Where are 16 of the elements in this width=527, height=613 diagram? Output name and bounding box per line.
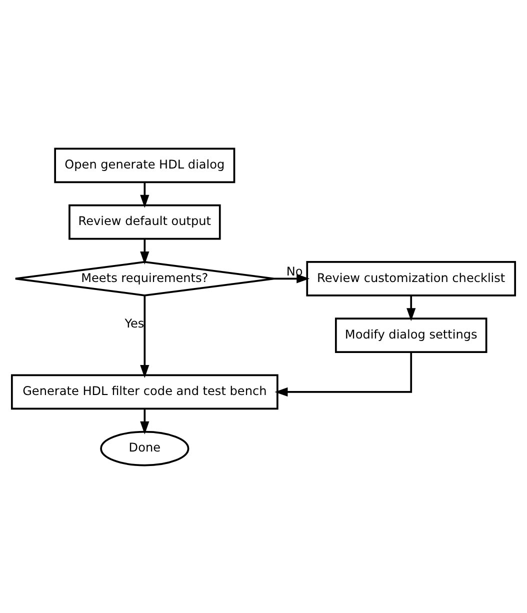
node-ellipse: Done: [100, 430, 190, 466]
node-diamond: Meets requirements?: [14, 260, 275, 296]
arrow: [406, 295, 416, 321]
node-box: Review default output: [68, 204, 221, 240]
node-box: Modify dialog settings: [334, 317, 488, 352]
arrow: [274, 352, 412, 396]
edge-label: No: [286, 264, 303, 278]
node-box: Generate HDL filter code and test bench: [10, 374, 278, 410]
node-box: Open generate HDL dialog: [54, 147, 236, 183]
arrow: [140, 238, 150, 264]
arrow: [140, 182, 150, 208]
edge-label: Yes: [124, 316, 144, 330]
arrow: [274, 274, 310, 283]
node-box: Review customization checklist: [306, 260, 516, 296]
arrow: [140, 408, 150, 434]
arrow: [140, 294, 150, 378]
